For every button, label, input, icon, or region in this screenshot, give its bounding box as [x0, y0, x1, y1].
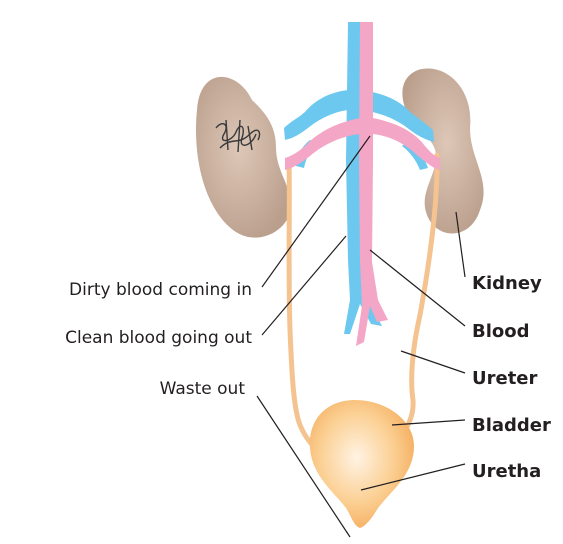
vein-blue [284, 22, 434, 334]
label-blood: Blood [472, 321, 530, 342]
left-kidney [196, 77, 291, 238]
label-waste-out: Waste out [160, 379, 246, 399]
label-clean-blood-out: Clean blood going out [65, 328, 252, 348]
label-ureter: Ureter [472, 368, 538, 389]
leader-clean-out [262, 236, 346, 335]
label-kidney: Kidney [472, 273, 542, 294]
label-uretha: Uretha [472, 461, 541, 482]
bladder [310, 400, 414, 528]
label-dirty-blood-in: Dirty blood coming in [69, 280, 252, 300]
label-bladder: Bladder [472, 415, 551, 436]
